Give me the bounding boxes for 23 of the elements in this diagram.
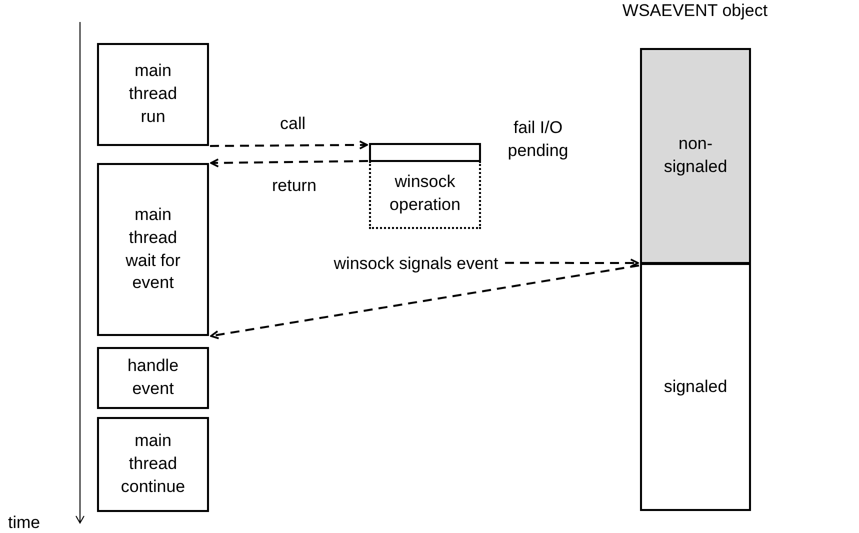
event-label: winsock signals event xyxy=(334,252,498,275)
box-label: signaled xyxy=(664,376,728,398)
arrow xyxy=(210,140,368,150)
operation-box xyxy=(369,161,481,229)
box-label: handle event xyxy=(126,355,180,400)
process-box xyxy=(97,417,209,512)
arrow xyxy=(210,158,368,168)
state-box xyxy=(640,263,751,511)
column-heading: WSAEVENT object xyxy=(622,0,768,22)
arrow xyxy=(505,258,639,268)
box-label: main thread continue xyxy=(120,430,186,498)
box-label: winsock operation xyxy=(388,171,462,216)
process-box xyxy=(97,163,209,336)
arrow xyxy=(210,264,640,340)
process-box xyxy=(97,43,209,146)
box-label: main thread wait for event xyxy=(124,204,182,294)
status-note: fail I/O pending xyxy=(506,117,570,162)
box-label: non-signaled xyxy=(662,133,728,178)
axis-label: time xyxy=(8,513,40,533)
operation-bar xyxy=(369,143,481,162)
process-box xyxy=(97,347,209,409)
box-label: main thread run xyxy=(128,60,178,128)
state-box xyxy=(640,48,751,264)
